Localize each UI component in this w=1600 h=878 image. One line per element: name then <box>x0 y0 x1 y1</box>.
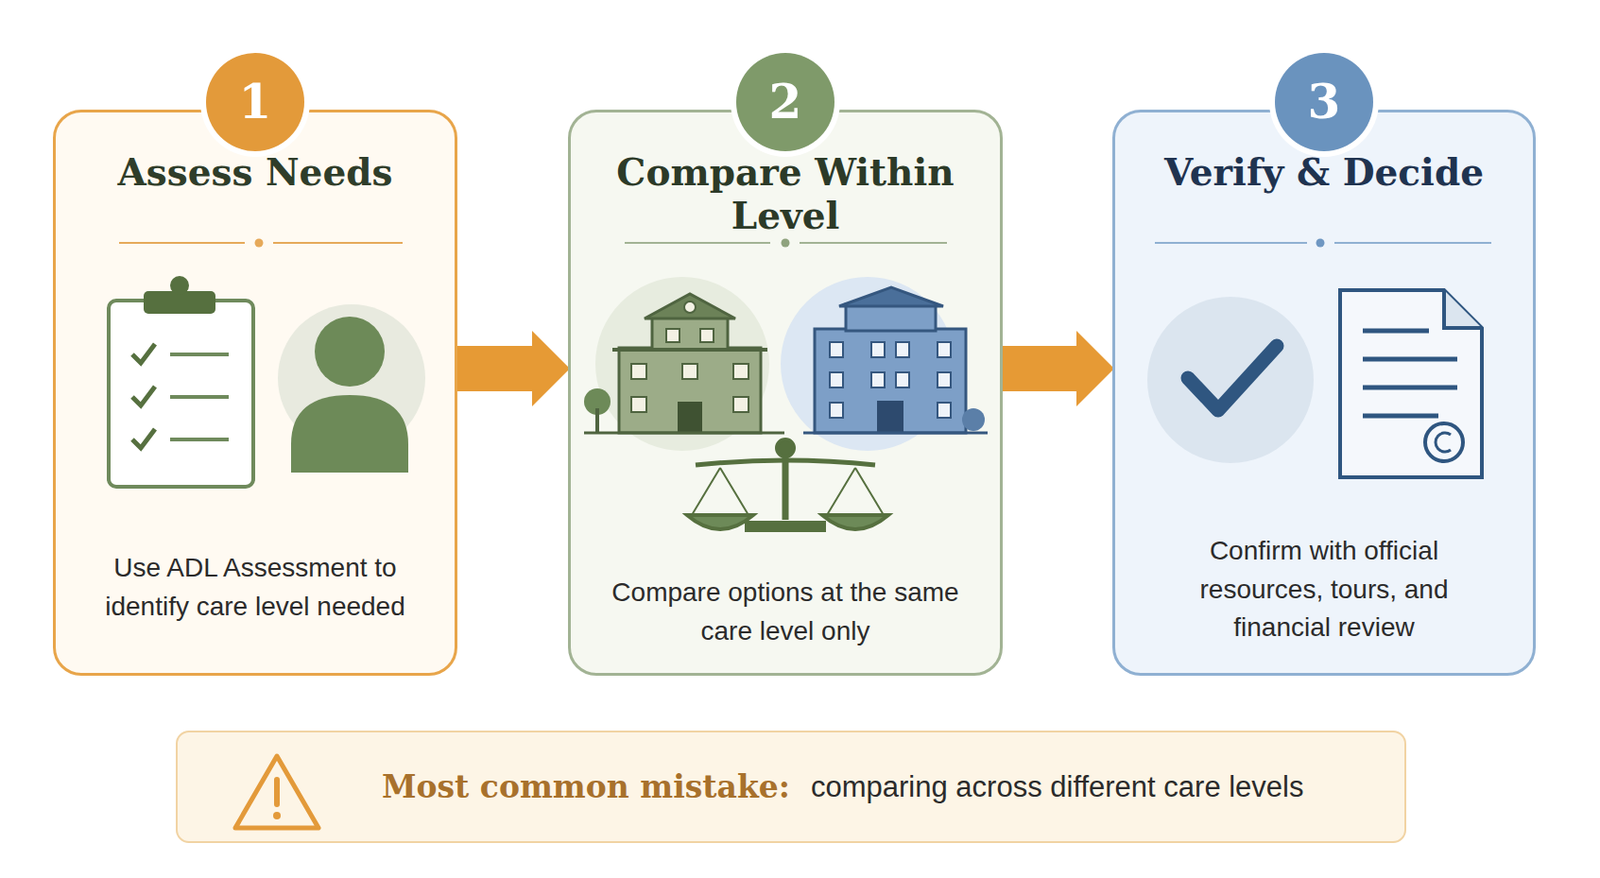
step-title: Compare Within Level <box>587 150 983 238</box>
clipboard-icon <box>108 275 254 487</box>
flow-arrow <box>1000 330 1115 407</box>
document-icon <box>1340 290 1482 478</box>
person-icon <box>277 304 426 473</box>
step-description: Compare options at the same care level o… <box>610 573 961 651</box>
warning-heading: Most common mistake: <box>381 768 791 806</box>
warning-bar: Most common mistake: comparing across dif… <box>175 730 1407 844</box>
step-card: Compare Within LevelCompare options at t… <box>567 109 1003 676</box>
step-title: Assess Needs <box>72 150 438 194</box>
step-number-badge: 3 <box>1274 52 1374 152</box>
title-divider <box>1154 239 1492 248</box>
warning-text: comparing across different care levels <box>810 770 1305 805</box>
balance-scale-icon <box>687 439 889 531</box>
step-number: 3 <box>1307 78 1342 126</box>
checkmark-icon <box>1147 296 1314 464</box>
step-title: Verify & Decide <box>1132 150 1516 194</box>
building-icon <box>780 276 988 451</box>
step-number-badge: 1 <box>206 52 305 152</box>
step-description: Confirm with official resources, tours, … <box>1182 532 1466 648</box>
flow-arrow <box>455 330 570 407</box>
step-description: Use ADL Assessment to identify care leve… <box>89 549 421 626</box>
title-divider <box>624 239 947 248</box>
step-number-badge: 2 <box>736 52 835 152</box>
warning-icon <box>235 756 319 828</box>
building-icon <box>584 276 785 451</box>
step-card: Verify & DecideConfirm with official res… <box>1112 109 1536 676</box>
step-card: Assess NeedsUse ADL Assessment to identi… <box>52 109 458 676</box>
step-number: 1 <box>239 78 273 126</box>
step-number: 2 <box>769 78 803 126</box>
title-divider <box>119 239 403 248</box>
